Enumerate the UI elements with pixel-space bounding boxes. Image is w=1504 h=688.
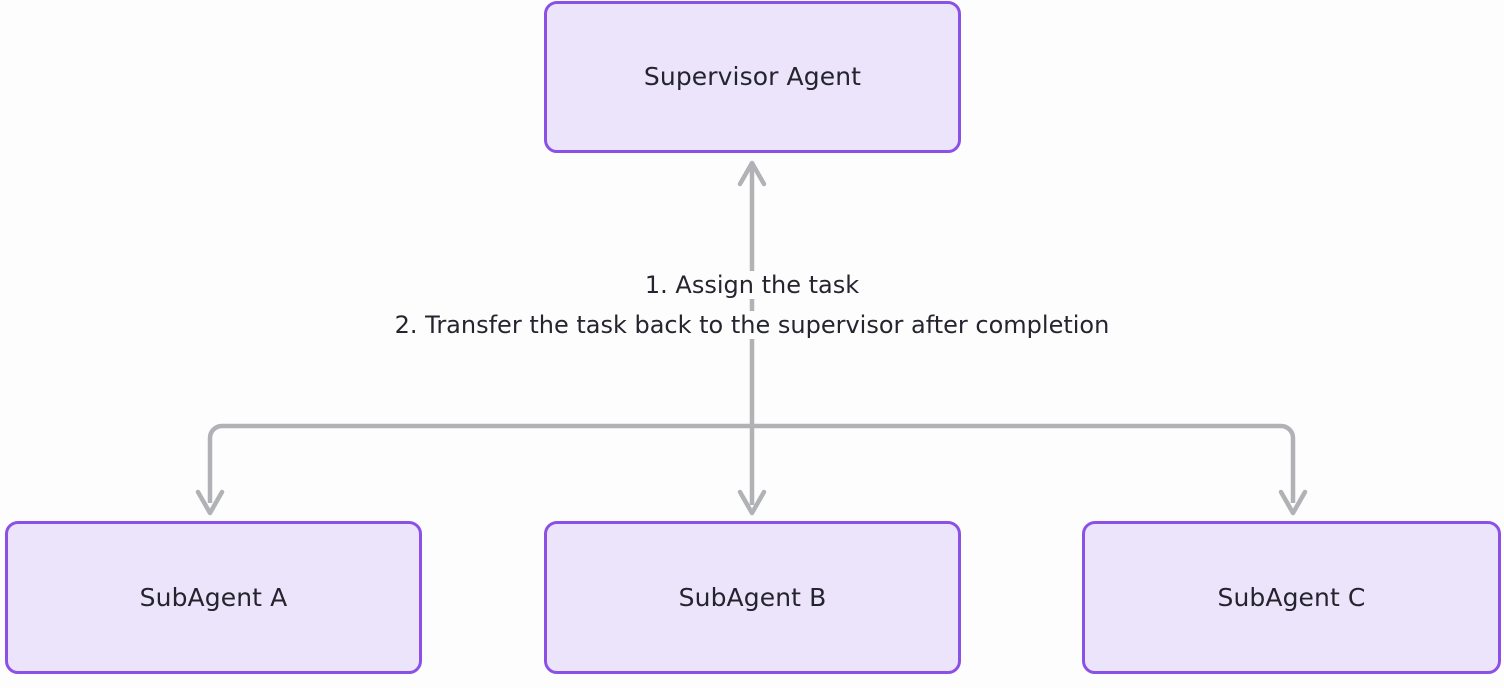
node-subagent-b[interactable]: SubAgent B: [544, 521, 961, 674]
node-subagent-a-label: SubAgent A: [139, 582, 288, 612]
edge-branch-left: [207, 423, 752, 503]
node-subagent-a[interactable]: SubAgent A: [5, 521, 422, 674]
node-subagent-c-label: SubAgent C: [1217, 582, 1366, 612]
node-supervisor-agent-label: Supervisor Agent: [643, 62, 862, 91]
node-subagent-b-label: SubAgent B: [678, 582, 827, 612]
node-subagent-c[interactable]: SubAgent C: [1082, 521, 1501, 674]
arrowhead-down-sub-a: [195, 489, 225, 516]
node-supervisor-agent[interactable]: Supervisor Agent: [544, 1, 961, 153]
arrowhead-up-supervisor: [737, 160, 767, 187]
arrowhead-down-sub-b: [737, 489, 767, 516]
edge-branch-right: [752, 423, 1296, 503]
arrowhead-down-sub-c: [1278, 489, 1308, 516]
